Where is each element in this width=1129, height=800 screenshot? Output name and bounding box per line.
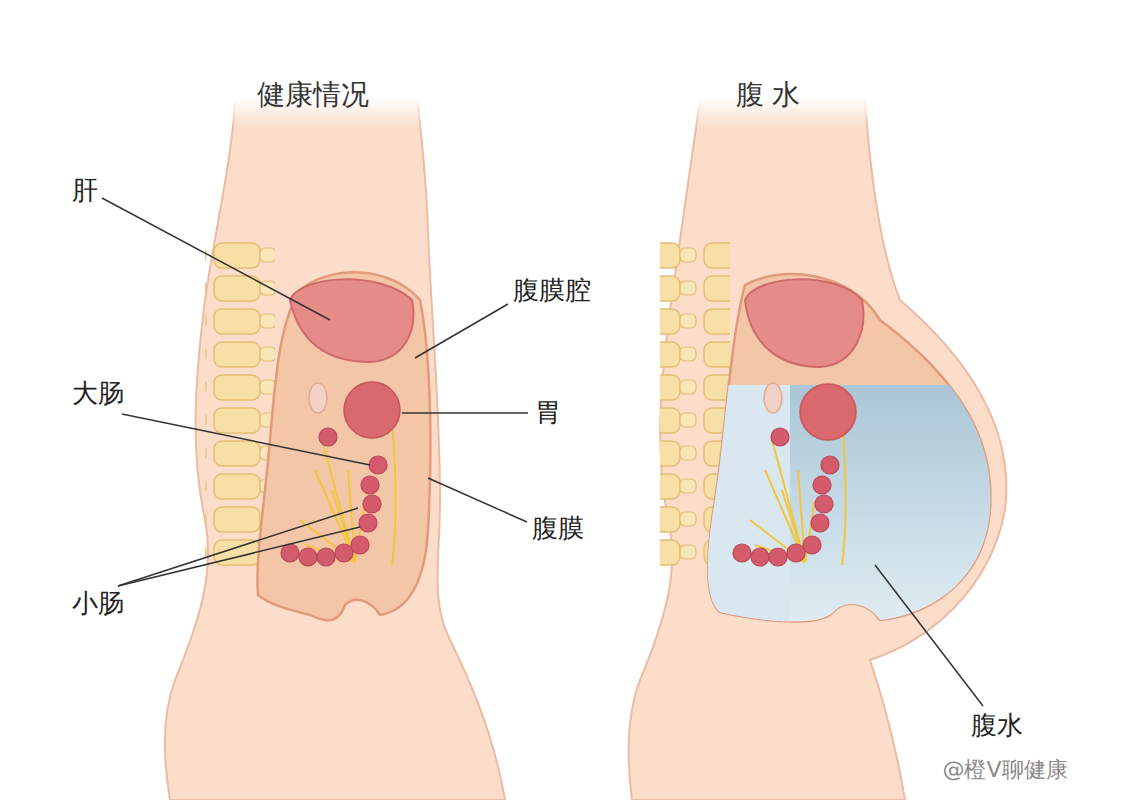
part-label: 胃 <box>535 398 561 427</box>
panel-title: 腹 水 <box>736 80 801 111</box>
ascites-body <box>629 100 1007 800</box>
watermark: @橙V聊健康 <box>942 758 1067 782</box>
part-label: 小肠 <box>72 589 124 618</box>
part-label: 腹膜腔 <box>513 276 591 305</box>
leader-lines <box>102 198 983 706</box>
panel-title: 健康情况 <box>257 80 369 111</box>
healthy-body <box>165 100 505 800</box>
part-label: 肝 <box>72 176 98 205</box>
part-label: 腹膜 <box>532 514 584 543</box>
part-label: 大肠 <box>72 379 124 408</box>
part-label: 腹水 <box>971 711 1023 740</box>
